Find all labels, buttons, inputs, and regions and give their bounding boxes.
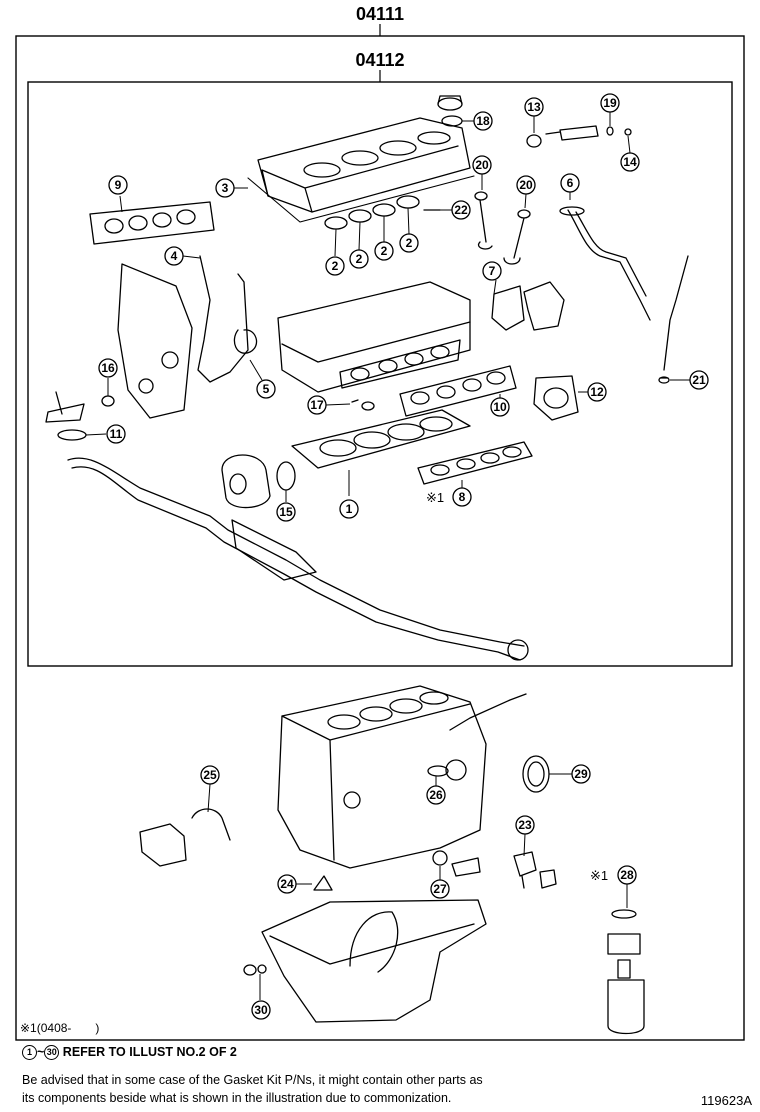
reference-note: 1~30 REFER TO ILLUST NO.2 OF 2 <box>22 1044 237 1061</box>
svg-text:15: 15 <box>279 505 293 519</box>
ref-circle-to: 30 <box>44 1045 60 1061</box>
svg-text:4: 4 <box>171 249 178 263</box>
svg-text:24: 24 <box>280 877 294 891</box>
svg-text:2: 2 <box>332 259 339 273</box>
figure-id: 119623A <box>700 1093 752 1108</box>
ref-circle-from: 1 <box>22 1045 37 1061</box>
svg-text:12: 12 <box>590 385 604 399</box>
leader-lines <box>85 112 690 1000</box>
svg-text:10: 10 <box>493 400 507 414</box>
svg-text:28: 28 <box>620 868 634 882</box>
svg-text:23: 23 <box>518 818 532 832</box>
callout-2a: 2 <box>325 256 345 276</box>
svg-text:25: 25 <box>203 768 217 782</box>
callout-10: 10 <box>490 397 510 417</box>
svg-text:21: 21 <box>692 373 706 387</box>
callout-2d: 2 <box>399 233 419 253</box>
part-line-art <box>45 95 689 1035</box>
footnote-date-range: ※1(0408- ) <box>20 1021 100 1035</box>
svg-text:3: 3 <box>222 181 229 195</box>
advisory-line-1: Be advised that in some case of the Gask… <box>22 1073 483 1087</box>
advisory-line-2: its components beside what is shown in t… <box>22 1091 452 1105</box>
svg-text:30: 30 <box>254 1003 268 1017</box>
svg-text:20: 20 <box>519 178 533 192</box>
svg-text:2: 2 <box>356 252 363 266</box>
svg-text:18: 18 <box>476 114 490 128</box>
svg-text:2: 2 <box>381 244 388 258</box>
callout-8: 8 <box>452 487 472 507</box>
svg-text:27: 27 <box>433 882 447 896</box>
callout-21: 21 <box>689 370 709 390</box>
svg-text:1: 1 <box>346 502 353 516</box>
ref-note-text: REFER TO ILLUST NO.2 OF 2 <box>62 1045 237 1059</box>
callout-28: 28 <box>617 865 637 885</box>
svg-text:8: 8 <box>459 490 466 504</box>
callout-23: 23 <box>515 815 535 835</box>
note-mark-item8: ※1 <box>426 490 444 505</box>
ref-tilde: ~ <box>37 1045 45 1059</box>
callout-20a: 20 <box>472 155 492 175</box>
svg-text:29: 29 <box>574 767 588 781</box>
callout-13: 13 <box>524 97 544 117</box>
callout-12: 12 <box>587 382 607 402</box>
callout-7: 7 <box>482 261 502 281</box>
svg-text:2: 2 <box>406 236 413 250</box>
callout-11: 11 <box>106 424 126 444</box>
callout-29: 29 <box>571 764 591 784</box>
callout-15: 15 <box>276 502 296 522</box>
callout-5: 5 <box>256 379 276 399</box>
svg-text:9: 9 <box>115 178 122 192</box>
svg-text:6: 6 <box>567 176 574 190</box>
callout-14: 14 <box>620 152 640 172</box>
svg-text:19: 19 <box>603 96 617 110</box>
callout-30: 30 <box>251 1000 271 1020</box>
callout-2c: 2 <box>374 241 394 261</box>
outer-kit-frame <box>15 35 745 1041</box>
callout-4: 4 <box>164 246 184 266</box>
callout-22: 22 <box>451 200 471 220</box>
svg-text:16: 16 <box>101 361 115 375</box>
svg-text:22: 22 <box>454 203 468 217</box>
callout-25: 25 <box>200 765 220 785</box>
callout-16: 16 <box>98 358 118 378</box>
callout-17: 17 <box>307 395 327 415</box>
callout-1: 1 <box>339 499 359 519</box>
svg-text:11: 11 <box>110 427 123 441</box>
callout-19: 19 <box>600 93 620 113</box>
inner-kit-frame <box>27 81 733 667</box>
callout-3: 3 <box>215 178 235 198</box>
kit-code-04111: 04111 <box>356 4 404 24</box>
callouts: 1 2 2 2 2 3 4 5 6 7 8 9 10 11 12 13 14 1… <box>98 93 709 1020</box>
callout-2b: 2 <box>349 249 369 269</box>
callout-6: 6 <box>560 173 580 193</box>
callout-20b: 20 <box>516 175 536 195</box>
callout-18: 18 <box>473 111 493 131</box>
kit-code-04112: 04112 <box>355 50 404 70</box>
callout-24: 24 <box>277 874 297 894</box>
note-mark-item28: ※1 <box>590 868 608 883</box>
svg-text:17: 17 <box>310 398 324 412</box>
svg-text:5: 5 <box>263 382 270 396</box>
callout-9: 9 <box>108 175 128 195</box>
svg-text:13: 13 <box>527 100 541 114</box>
svg-text:26: 26 <box>429 788 443 802</box>
svg-text:7: 7 <box>489 264 496 278</box>
callout-26: 26 <box>426 785 446 805</box>
svg-text:14: 14 <box>623 155 637 169</box>
svg-text:20: 20 <box>475 158 489 172</box>
callout-27: 27 <box>430 879 450 899</box>
